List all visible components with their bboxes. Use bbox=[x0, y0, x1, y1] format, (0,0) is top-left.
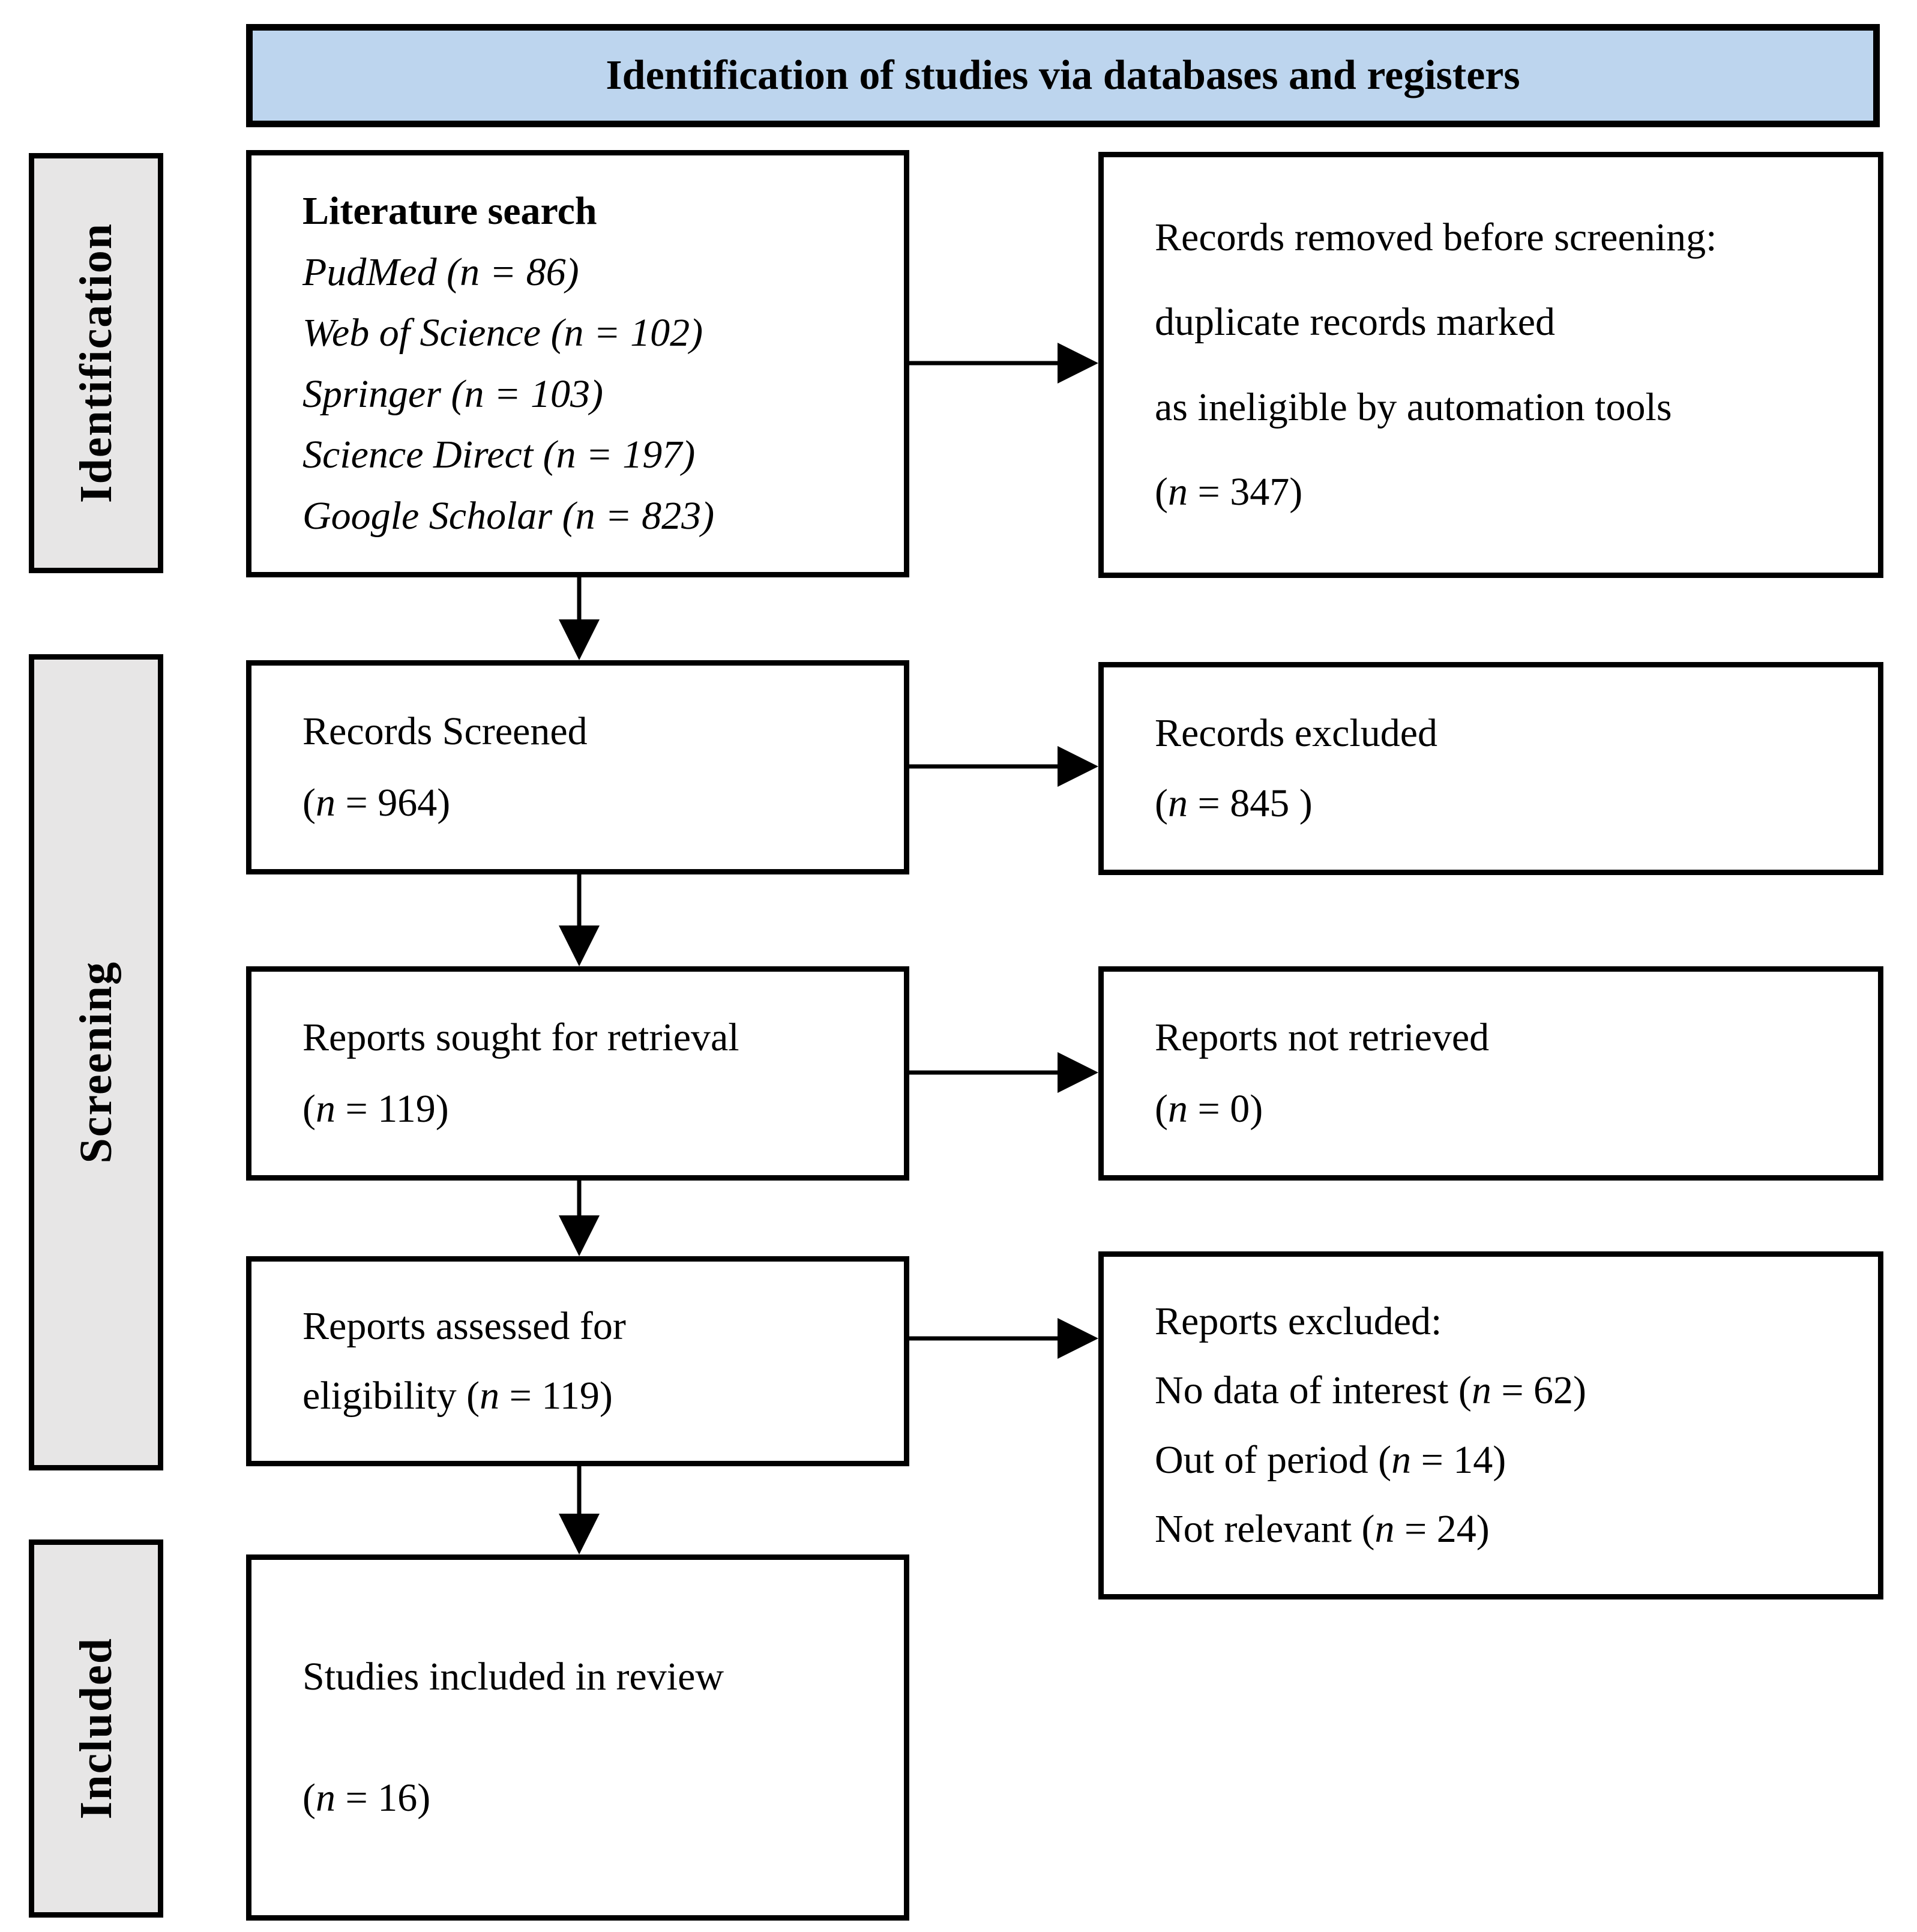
arrow-screened-to-sought bbox=[559, 874, 600, 966]
sidebar-label-included: Included bbox=[29, 1539, 163, 1918]
text-line: (n = 845 ) bbox=[1155, 781, 1313, 826]
sidebar-label-included-text: Included bbox=[70, 1637, 121, 1820]
text-line: Reports assessed for bbox=[302, 1304, 626, 1348]
text-line: Web of Science (n = 102) bbox=[302, 311, 703, 355]
text-line: Studies included in review bbox=[302, 1654, 724, 1699]
arrow-sought-to-assessed bbox=[559, 1181, 600, 1256]
text-line: Records removed before screening: bbox=[1155, 215, 1717, 259]
text-line: No data of interest (n = 62) bbox=[1155, 1368, 1587, 1413]
text-line: (n = 347) bbox=[1155, 470, 1303, 514]
arrow-assessed-to-reportsexcluded bbox=[909, 1318, 1098, 1359]
sidebar-label-screening-text: Screening bbox=[70, 961, 121, 1164]
arrow-literature-to-screened bbox=[559, 577, 600, 660]
text-line: (n = 16) bbox=[302, 1776, 431, 1820]
text-line: (n = 964) bbox=[302, 780, 451, 825]
text-line: eligibility (n = 119) bbox=[302, 1374, 613, 1418]
text-line: Reports excluded: bbox=[1155, 1299, 1442, 1343]
text-line: (n = 0) bbox=[1155, 1086, 1263, 1131]
text-line: as ineligible by automation tools bbox=[1155, 385, 1672, 429]
title-banner: Identification of studies via databases … bbox=[246, 24, 1880, 127]
box-records-excluded: Records excluded (n = 845 ) bbox=[1098, 662, 1883, 875]
arrow-screened-to-excluded bbox=[909, 746, 1098, 787]
text-line: Records excluded bbox=[1155, 711, 1437, 755]
text-line: Springer (n = 103) bbox=[302, 372, 603, 416]
text-line: Reports not retrieved bbox=[1155, 1016, 1490, 1060]
arrow-assessed-to-included bbox=[559, 1466, 600, 1554]
box-studies-included: Studies included in review (n = 16) bbox=[246, 1554, 909, 1921]
box-records-screened: Records Screened (n = 964) bbox=[246, 660, 909, 874]
text-line: duplicate records marked bbox=[1155, 300, 1556, 345]
box-reports-excluded: Reports excluded: No data of interest (n … bbox=[1098, 1251, 1883, 1599]
text-line: Records Screened bbox=[302, 709, 588, 754]
sidebar-label-screening: Screening bbox=[29, 654, 163, 1470]
text-line: Out of period (n = 14) bbox=[1155, 1437, 1506, 1482]
sidebar-label-identification-text: Identification bbox=[70, 223, 121, 504]
text-line: Google Scholar (n = 823) bbox=[302, 493, 715, 538]
box-reports-sought: Reports sought for retrieval (n = 119) bbox=[246, 966, 909, 1181]
arrow-literature-to-removed bbox=[909, 343, 1098, 384]
text-line: Not relevant (n = 24) bbox=[1155, 1507, 1490, 1551]
text-line: Science Direct (n = 197) bbox=[302, 433, 696, 477]
box-reports-assessed: Reports assessed for eligibility (n = 119… bbox=[246, 1256, 909, 1466]
text-line: Literature search bbox=[302, 189, 597, 233]
box-reports-not-retrieved: Reports not retrieved (n = 0) bbox=[1098, 966, 1883, 1181]
sidebar-label-identification: Identification bbox=[29, 153, 163, 573]
text-line: (n = 119) bbox=[302, 1086, 449, 1131]
box-records-removed: Records removed before screening: duplica… bbox=[1098, 152, 1883, 578]
arrow-sought-to-notretrieved bbox=[909, 1052, 1098, 1093]
text-line: Reports sought for retrieval bbox=[302, 1016, 739, 1060]
text-line: PudMed (n = 86) bbox=[302, 250, 579, 294]
title-text: Identification of studies via databases … bbox=[606, 52, 1520, 98]
